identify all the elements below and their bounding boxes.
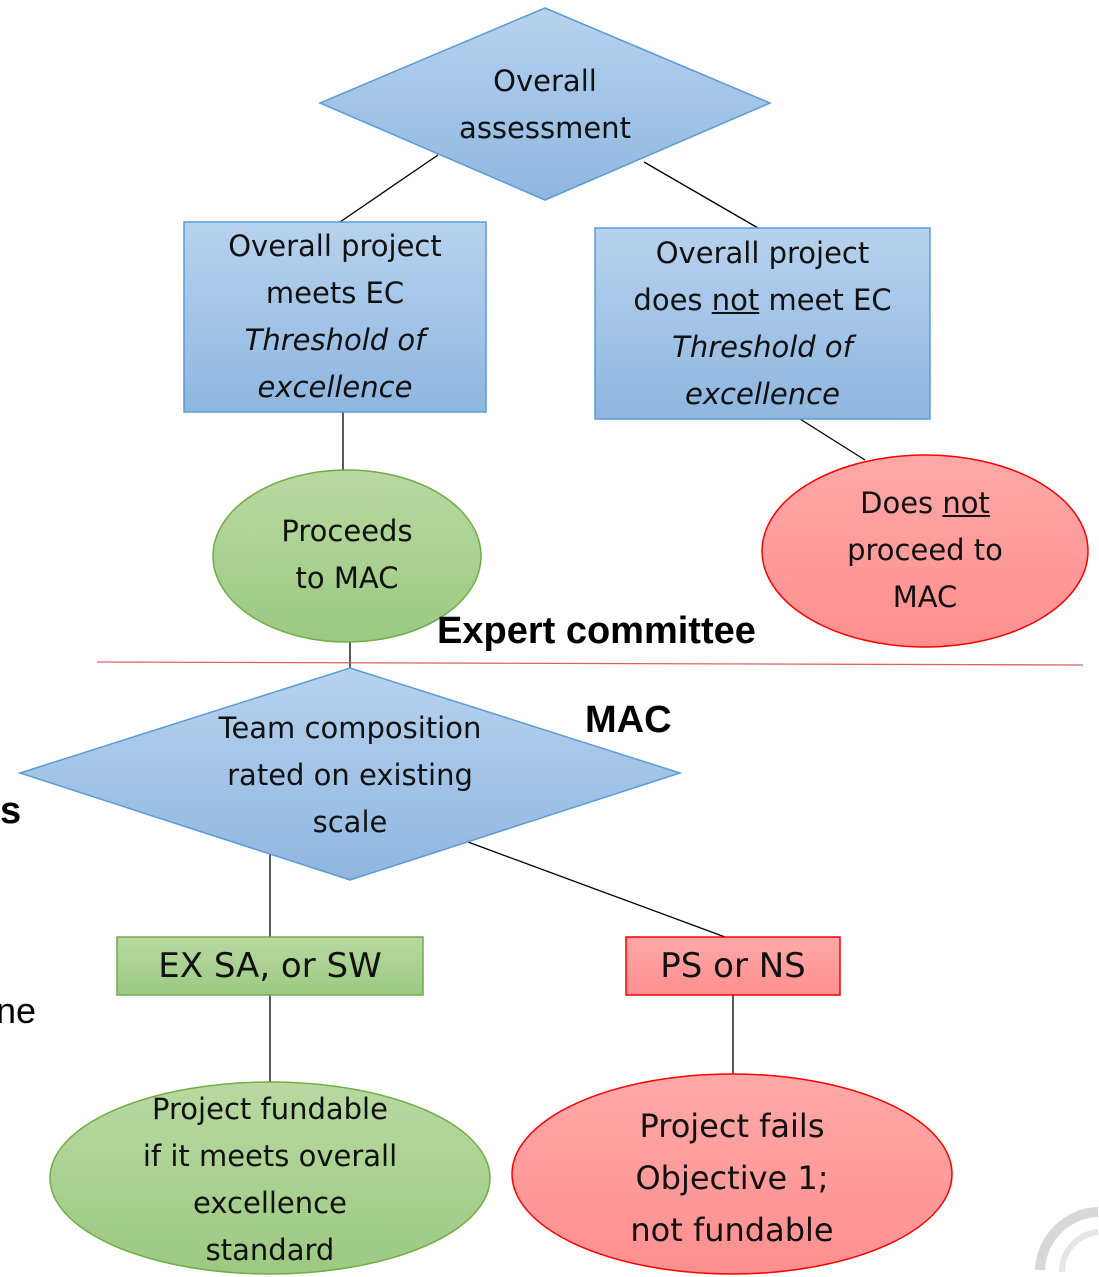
proceeds-to-mac-label: Proceeds to MAC [281,514,413,595]
connector-team-ps [467,841,726,938]
expert-committee-heading: Expert committee [437,610,756,652]
section-divider [96,661,1084,666]
ps-ns-box [625,936,841,996]
overall-assessment-diamond [318,7,772,201]
not-meets-ec-box [594,227,931,420]
cut-off-text-ne: ne [0,990,37,1031]
not-proceed-ellipse [761,454,1089,648]
logo-fragment-inner [1058,1229,1099,1273]
connector-not-meets-not-proceed [799,418,866,461]
project-fundable-ellipse [49,1081,491,1275]
project-fundable-label: Project fundable if it meets overall exc… [142,1092,398,1267]
logo-fragment [1035,1207,1099,1271]
connector-assessment-not-meets [643,161,759,229]
not-proceed-label: Does not proceed to MAC [847,485,1003,614]
project-fails-ellipse [511,1073,953,1275]
ps-ns-label: PS or NS [660,945,806,986]
cut-off-text-s: s [0,790,22,832]
not-meets-ec-label: Overall project does not meet EC Thresho… [633,235,892,411]
team-composition-label: Team composition rated on existing scale [218,711,482,839]
ex-sa-sw-box [116,936,424,996]
mac-heading: MAC [585,699,672,741]
meets-ec-box [183,221,487,413]
meets-ec-label: Overall project meets EC Threshold of ex… [228,229,442,404]
ex-sa-sw-label: EX SA, or SW [158,945,382,986]
project-fails-label: Project fails Objective 1; not fundable [630,1107,834,1249]
connector-assessment-meets [339,154,439,223]
team-composition-diamond [17,667,683,881]
overall-assessment-label: Overall assessment [459,64,631,145]
proceeds-to-mac-ellipse [212,469,482,643]
